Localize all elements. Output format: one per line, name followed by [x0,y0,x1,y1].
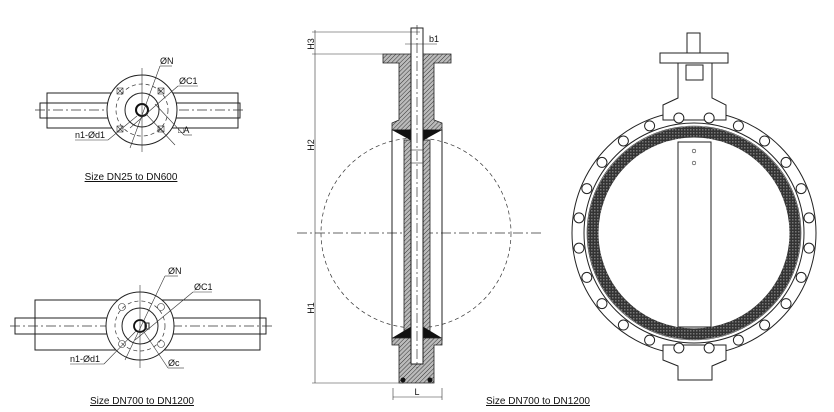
bolt-hole [617,135,629,147]
bolt-hole [803,212,815,224]
bolt-hole [780,298,792,310]
label-n: ØN [160,56,174,66]
bolt-hole [732,120,744,132]
label-holes: n1-Ød1 [70,354,100,364]
bolt-hole [617,319,629,331]
top-view-large: ØN ØC1 n1-Ød1 Øc Size DN700 to DN1200 [10,266,272,407]
bolt-hole [795,183,807,195]
bolt-hole [581,271,593,283]
dim-h3: H3 [306,38,316,50]
front-view: Size DN700 to DN1200 [486,32,817,407]
bolt-hole [803,242,815,254]
bolt-hole [644,120,656,132]
bolt-hole [780,156,792,168]
side-section-view: H3 H2 H1 b1 L [297,25,542,400]
label-holes: n1-Ød1 [75,130,105,140]
bolt-hole [581,183,593,195]
dim-l: L [414,387,419,397]
bolt-hole [759,135,771,147]
caption-front: Size DN700 to DN1200 [486,396,590,407]
bolt-hole [573,242,585,254]
label-c1: ØC1 [179,76,198,86]
bolt-hole [703,112,715,124]
dim-b1: b1 [429,34,439,44]
bolt-hole [644,334,656,346]
bolt-hole [759,319,771,331]
bolt-holes [573,112,815,354]
bolt-hole [795,271,807,283]
bolt-hole [673,112,685,124]
label-n: ØN [168,266,182,276]
dim-h1: H1 [306,302,316,314]
bolt-hole [573,212,585,224]
bolt-hole [596,298,608,310]
dim-h2: H2 [306,139,316,151]
label-c: Øc [168,358,180,368]
bolt-hole [673,342,685,354]
top-view-small: ØN ØC1 n1-Ød1 □A Size DN25 to DN600 [35,56,245,183]
bolt-hole [703,342,715,354]
label-square: □A [178,125,189,135]
bolt-hole [596,156,608,168]
caption-large: Size DN700 to DN1200 [90,396,194,407]
bolt-hole [732,334,744,346]
label-c1: ØC1 [194,282,213,292]
caption-small: Size DN25 to DN600 [85,172,178,183]
